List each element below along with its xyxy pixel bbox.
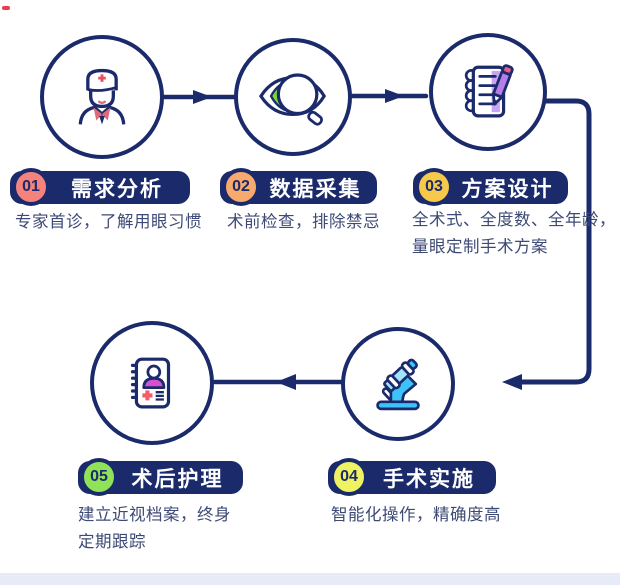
- record-book-icon: [130, 357, 171, 409]
- step-3-circle: [429, 33, 547, 151]
- step-2-circle: [234, 38, 352, 156]
- step-5-label: 05 术后护理: [78, 458, 243, 496]
- step-1-description: 专家首诊，了解用眼习惯: [15, 213, 202, 231]
- step-2-description: 术前检查，排除禁忌: [227, 213, 380, 231]
- step-5-circle: [90, 321, 214, 445]
- step-1-number-badge: 01: [12, 168, 50, 206]
- step-3-description: 全术式、全度数、全年龄， 量眼定制手术方案: [412, 211, 616, 256]
- eye-magnifier-icon: [259, 73, 327, 126]
- step-4-title: 手术实施: [383, 467, 475, 491]
- footer-strip: [0, 573, 620, 585]
- step-4-label: 04 手术实施: [328, 458, 496, 496]
- step-1-label: 01 需求分析: [10, 168, 190, 206]
- arrowhead-left-icon: [502, 374, 522, 390]
- arrow-step3-step4: [518, 98, 592, 385]
- step-5-title: 术后护理: [131, 467, 224, 491]
- step-2-title: 数据采集: [269, 177, 362, 201]
- step-5-number-badge: 05: [80, 458, 118, 496]
- step-3-title: 方案设计: [461, 177, 554, 201]
- doctor-icon: [78, 68, 126, 125]
- arrowhead-right-icon: [193, 90, 212, 104]
- step-2-number-badge: 02: [222, 168, 260, 206]
- arrowhead-right-icon: [385, 89, 404, 103]
- step-3-number-badge: 03: [415, 168, 453, 206]
- step-3-label: 03 方案设计: [413, 168, 568, 206]
- step-1-circle: [40, 35, 164, 159]
- step-4-circle: [341, 327, 455, 441]
- step-1-title: 需求分析: [71, 177, 163, 201]
- microscope-icon: [376, 358, 420, 411]
- arrowhead-left-icon: [276, 374, 296, 390]
- step-4-number-badge: 04: [330, 458, 368, 496]
- step-2-label: 02 数据采集: [220, 168, 377, 206]
- step-4-description: 智能化操作，精确度高: [331, 506, 501, 524]
- step-5-description: 建立近视档案，终身 定期跟踪: [78, 506, 231, 551]
- corner-red-dash: [2, 6, 10, 10]
- notebook-pencil-icon: [464, 64, 514, 118]
